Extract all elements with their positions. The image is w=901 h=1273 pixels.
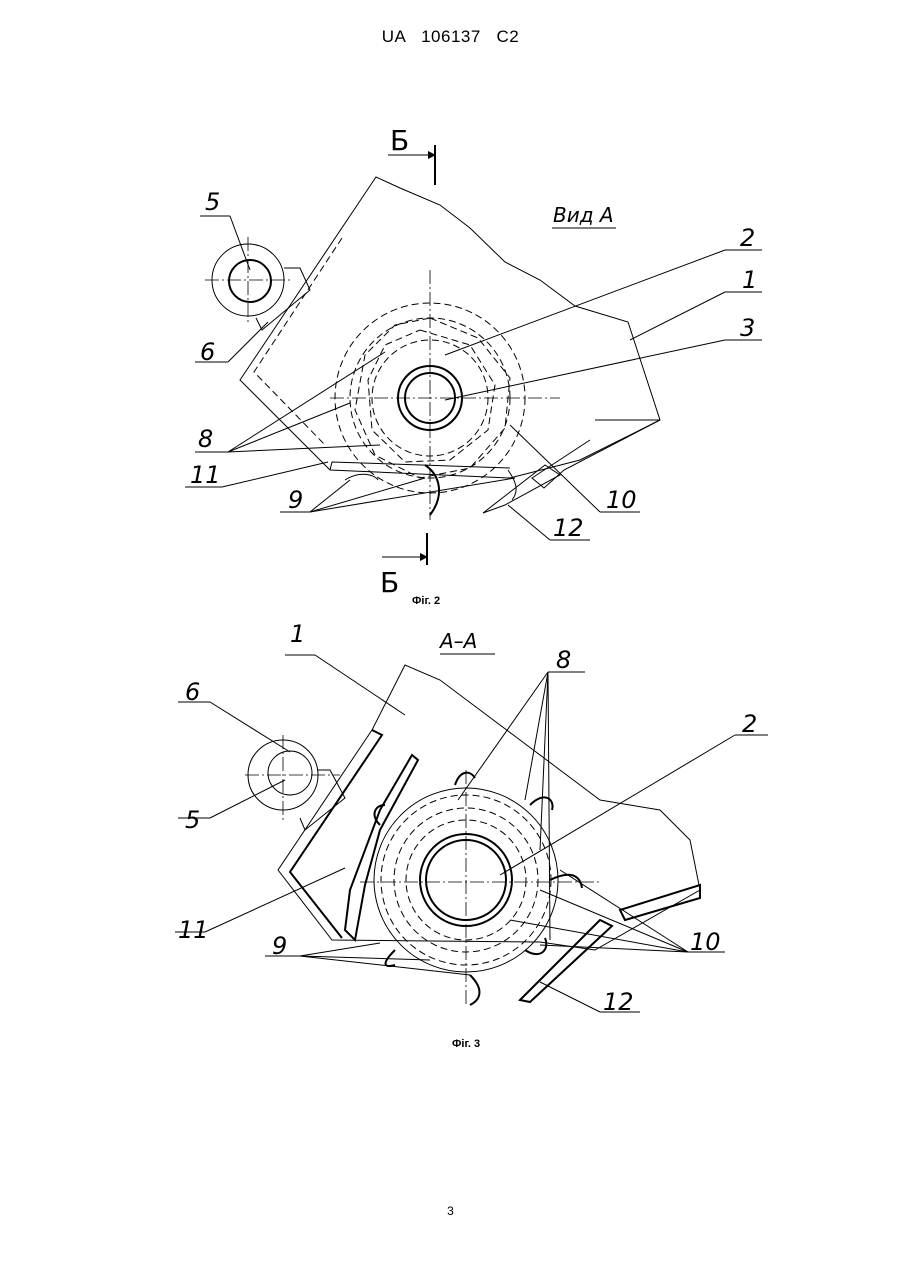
figure-3-drawing: А–А 1 6 5 8 2 11 9 10 12 bbox=[0, 620, 901, 1040]
label-11-fig3: 11 bbox=[178, 916, 209, 944]
section-mark-top: Б bbox=[390, 124, 409, 157]
figure-2-drawing: Б Б bbox=[0, 0, 901, 620]
label-5-fig3: 5 bbox=[185, 806, 200, 834]
label-8: 8 bbox=[198, 425, 213, 453]
housing-section bbox=[278, 665, 700, 1002]
page-number: 3 bbox=[0, 1204, 901, 1218]
label-3: 3 bbox=[740, 314, 755, 342]
label-2-fig3: 2 bbox=[742, 710, 757, 738]
pipe-5 bbox=[205, 237, 310, 330]
label-12-fig3: 12 bbox=[603, 988, 634, 1016]
leader-lines bbox=[185, 216, 762, 540]
section-a-a-label: А–А bbox=[438, 629, 477, 653]
rotor bbox=[330, 270, 560, 520]
label-6-fig3: 6 bbox=[185, 678, 200, 706]
label-8-fig3: 8 bbox=[556, 646, 571, 674]
label-11: 11 bbox=[190, 461, 221, 489]
label-1-fig3: 1 bbox=[290, 620, 305, 648]
label-9-fig3: 9 bbox=[272, 932, 287, 960]
figure-3-caption: Фіг. 3 bbox=[452, 1038, 480, 1050]
label-10: 10 bbox=[606, 486, 637, 514]
pipe-5-section bbox=[245, 735, 345, 830]
label-5: 5 bbox=[205, 188, 220, 216]
label-12: 12 bbox=[553, 514, 584, 542]
label-9: 9 bbox=[288, 486, 303, 514]
figure-2-caption: Фіг. 2 bbox=[412, 595, 440, 607]
label-2: 2 bbox=[740, 224, 755, 252]
label-1: 1 bbox=[742, 266, 757, 294]
label-10-fig3: 10 bbox=[690, 928, 721, 956]
label-6: 6 bbox=[200, 338, 215, 366]
view-a-label: Вид А bbox=[553, 203, 614, 227]
section-mark-bottom: Б bbox=[380, 566, 399, 599]
